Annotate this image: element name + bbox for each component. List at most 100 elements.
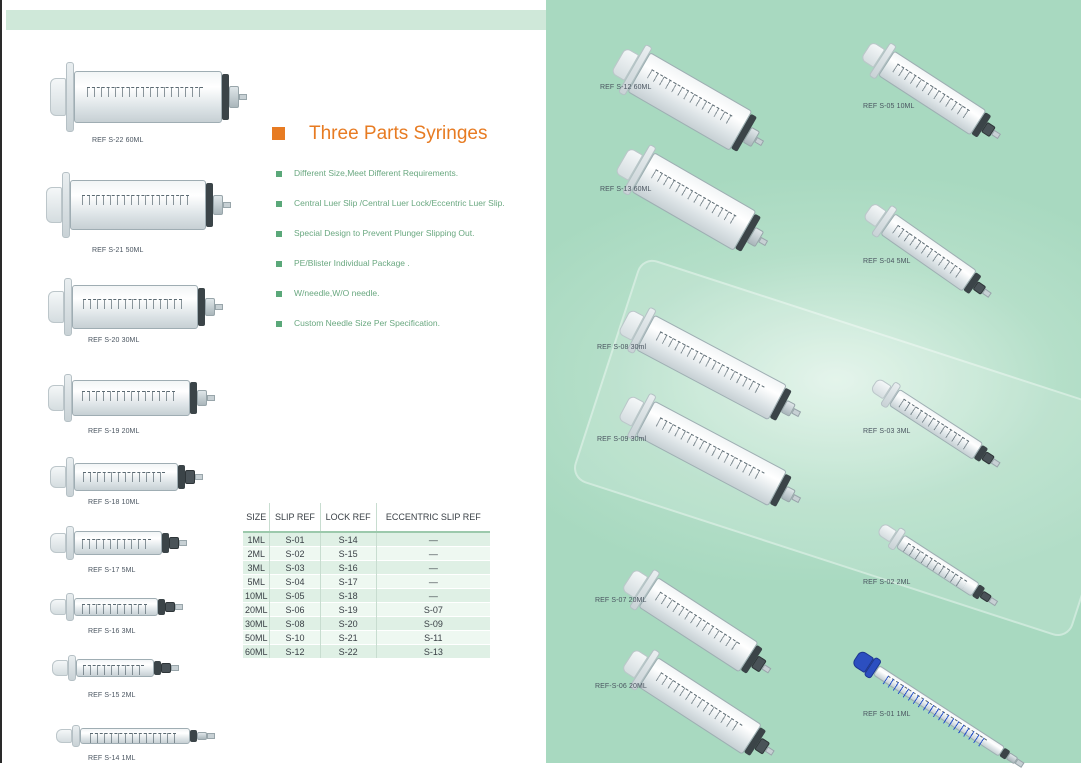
table-cell: S-14: [320, 531, 377, 547]
table-cell: 20ML: [243, 602, 271, 617]
table-cell: —: [376, 574, 490, 589]
feature-text: Custom Needle Size Per Specification.: [294, 318, 440, 328]
table-cell: S-13: [376, 644, 490, 658]
ref-label: REF S-19 20ML: [88, 428, 140, 435]
syringe-image-s14: [56, 725, 215, 747]
ref-label: REF S-18 10ML: [88, 499, 140, 506]
column-header: LOCK REF: [320, 503, 377, 532]
table-cell: 50ML: [243, 630, 271, 645]
table-cell: 60ML: [243, 644, 271, 658]
table-cell: S-20: [320, 616, 377, 631]
list-item: Central Luer Slip /Central Luer Lock/Ecc…: [276, 198, 505, 228]
table-cell: —: [376, 546, 490, 561]
list-item: PE/Blister Individual Package .: [276, 258, 505, 288]
syringe-image-s17: [50, 526, 187, 560]
column-header: SLIP REF: [269, 503, 321, 532]
bullet-icon: [276, 261, 282, 267]
ref-label: REF S-04 5ML: [863, 258, 911, 265]
ref-label: REF S-05 10ML: [863, 103, 915, 110]
table-cell: S-10: [269, 630, 321, 645]
section-title: Three Parts Syringes: [309, 123, 488, 144]
table-cell: S-15: [320, 546, 377, 561]
syringe-image-s22: [50, 62, 247, 132]
column-header: ECCENTRIC SLIP REF: [376, 503, 490, 532]
table-cell: S-08: [269, 616, 321, 631]
ref-label: REF S-22 60ML: [92, 137, 144, 144]
table-cell: S-17: [320, 574, 377, 589]
list-item: Special Design to Prevent Plunger Slippi…: [276, 228, 505, 258]
table-cell: S-04: [269, 574, 321, 589]
syringe-image-s16: [50, 593, 183, 621]
ref-label: REF S-08 30ml: [597, 344, 647, 351]
ref-label: REF-S-06 20ML: [595, 683, 647, 690]
table-cell: S-11: [376, 630, 490, 645]
ref-label: REF S-03 3ML: [863, 428, 911, 435]
ref-label: REF S-16 3ML: [88, 628, 136, 635]
ref-label: REF S-17 5ML: [88, 567, 136, 574]
table-cell: S-18: [320, 588, 377, 603]
top-band: [6, 10, 546, 30]
title-marker: [272, 127, 285, 140]
feature-text: Special Design to Prevent Plunger Slippi…: [294, 228, 475, 238]
column-header: SIZE: [243, 503, 271, 532]
feature-list: Different Size,Meet Different Requiremen…: [276, 168, 505, 348]
table-cell: —: [376, 531, 490, 547]
ref-label: REF S-20 30ML: [88, 337, 140, 344]
syringe-image-s21: [46, 172, 231, 238]
ref-label: REF S-12 60ML: [600, 84, 652, 91]
bullet-icon: [276, 201, 282, 207]
background-glow: [546, 180, 1081, 580]
ref-label: REF S-09 30ml: [597, 436, 647, 443]
table-header-row: SIZE SLIP REF LOCK REF ECCENTRIC SLIP RE…: [243, 503, 490, 532]
feature-text: Different Size,Meet Different Requiremen…: [294, 168, 459, 178]
table-cell: —: [376, 588, 490, 603]
table-cell: 10ML: [243, 588, 271, 603]
table-cell: S-07: [376, 602, 490, 617]
bullet-icon: [276, 321, 282, 327]
ref-label: REF S-21 50ML: [92, 247, 144, 254]
table-cell: S-05: [269, 588, 321, 603]
table-cell: 5ML: [243, 574, 271, 589]
bullet-icon: [276, 231, 282, 237]
feature-text: PE/Blister Individual Package .: [294, 258, 410, 268]
table-cell: 2ML: [243, 546, 271, 561]
ref-label: REF S-14 1ML: [88, 755, 136, 762]
bullet-icon: [276, 291, 282, 297]
table-cell: S-12: [269, 644, 321, 658]
table-cell: 30ML: [243, 616, 271, 631]
syringe-image-s20: [48, 278, 223, 336]
table-cell: —: [376, 560, 490, 575]
ref-label: REF S-01 1ML: [863, 711, 911, 718]
table-cell: S-01: [269, 531, 321, 547]
reference-table: SIZE SLIP REF LOCK REF ECCENTRIC SLIP RE…: [243, 503, 490, 658]
table-cell: 3ML: [243, 560, 271, 575]
list-item: Different Size,Meet Different Requiremen…: [276, 168, 505, 198]
table-cell: S-19: [320, 602, 377, 617]
ref-label: REF S-07 20ML: [595, 597, 647, 604]
table-cell: 1ML: [243, 531, 271, 547]
table-cell: S-03: [269, 560, 321, 575]
table-cell: S-09: [376, 616, 490, 631]
syringe-image-s15: [52, 655, 179, 681]
feature-text: W/needle,W/O needle.: [294, 288, 380, 298]
table-cell: S-21: [320, 630, 377, 645]
table-cell: S-06: [269, 602, 321, 617]
list-item: W/needle,W/O needle.: [276, 288, 505, 318]
syringe-image-s19: [48, 374, 215, 422]
syringe-image-s18: [50, 457, 203, 497]
table-cell: S-16: [320, 560, 377, 575]
table-cell: S-22: [320, 644, 377, 658]
ref-label: REF S-15 2ML: [88, 692, 136, 699]
list-item: Custom Needle Size Per Specification.: [276, 318, 505, 348]
ref-label: REF S-02 2ML: [863, 579, 911, 586]
bullet-icon: [276, 171, 282, 177]
feature-text: Central Luer Slip /Central Luer Lock/Ecc…: [294, 198, 505, 208]
